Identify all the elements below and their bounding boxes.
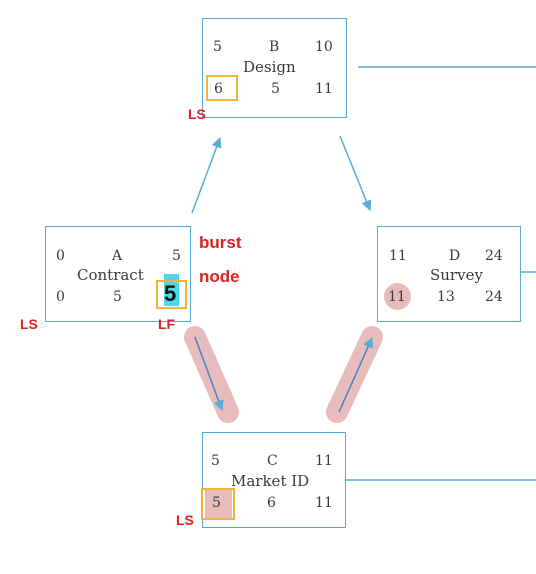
node-b-design: 5 B 10 Design 6 5 11: [202, 18, 347, 118]
node-a-lf-badge-fill: [164, 274, 179, 306]
node-c-early-start: 5: [211, 453, 220, 469]
node-c-early-finish: 11: [315, 453, 333, 469]
node-a-id: A: [112, 248, 123, 264]
arrow-a-to-c: [194, 336, 224, 411]
node-a-duration: 5: [113, 289, 122, 305]
node-c-id: C: [267, 453, 278, 469]
node-d-duration: 13: [437, 289, 455, 305]
annotation-burst: burst: [199, 233, 242, 252]
node-d-early-start: 11: [389, 248, 407, 264]
node-c-late-start: 5: [212, 495, 221, 511]
arrow-c-to-d: [338, 337, 373, 413]
node-b-late-finish: 11: [315, 81, 333, 97]
annotation-ls-c: LS: [176, 512, 194, 528]
node-c-name: Market ID: [231, 472, 310, 490]
node-d-late-start: 11: [388, 289, 406, 305]
node-b-early-start: 5: [213, 39, 222, 55]
annotation-ls-b: LS: [188, 106, 206, 122]
node-c-ls-highlight: [201, 488, 235, 520]
annotation-lf-a: LF: [158, 316, 176, 332]
node-a-late-start: 0: [56, 289, 65, 305]
annotation-node: node: [199, 267, 240, 286]
annotation-ls-a: LS: [20, 316, 38, 332]
node-a-early-finish: 5: [172, 248, 181, 264]
node-d-id: D: [449, 248, 461, 264]
node-d-late-finish: 24: [485, 289, 503, 305]
node-a-lf-highlight: [156, 280, 187, 309]
node-c-duration: 6: [267, 495, 276, 511]
node-b-early-finish: 10: [315, 39, 333, 55]
node-a-name: Contract: [77, 266, 144, 284]
node-b-id: B: [269, 39, 280, 55]
node-c-market-id: 5 C 11 Market ID 5 6 11: [202, 432, 346, 528]
node-b-name: Design: [243, 58, 296, 76]
arrow-b-to-d: [339, 135, 372, 211]
node-b-duration: 5: [271, 81, 280, 97]
node-b-late-start: 6: [214, 81, 223, 97]
node-c-late-finish: 11: [315, 495, 333, 511]
node-d-survey: 11 D 24 Survey 11 13 24: [377, 226, 521, 322]
node-a-late-finish: 5: [164, 281, 177, 306]
node-d-early-finish: 24: [485, 248, 503, 264]
node-b-ls-highlight: [206, 75, 238, 101]
arrow-a-to-b: [191, 137, 222, 214]
node-d-ls-highlight: [384, 283, 411, 310]
node-c-ls-fill: [205, 490, 232, 518]
node-d-name: Survey: [430, 266, 483, 284]
node-a-early-start: 0: [56, 248, 65, 264]
